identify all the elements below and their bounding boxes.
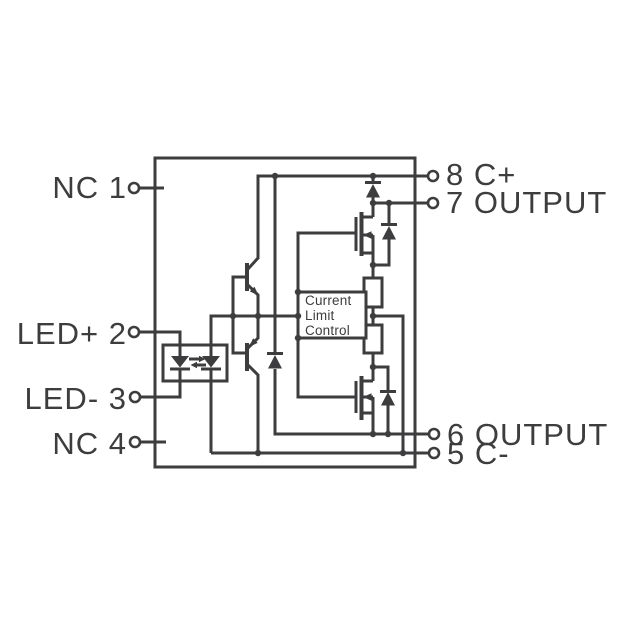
control-block-line2: Limit	[305, 308, 335, 323]
body-diode-top	[381, 223, 397, 240]
pin-label-c-minus: 5 C-	[447, 436, 510, 471]
npn-transistor	[245, 263, 259, 296]
wires	[140, 174, 429, 455]
zener-diode	[267, 352, 283, 369]
pin-terminal-1	[127, 181, 141, 195]
mosfet-top	[354, 212, 373, 256]
pin-terminal-2	[127, 325, 141, 339]
pin-terminal-4	[128, 435, 142, 449]
pin-label-nc4: NC 4	[52, 426, 127, 461]
junction-dots	[229, 172, 407, 457]
device-outline	[153, 156, 417, 469]
pin-terminal-7	[426, 196, 440, 210]
control-block-line3: Control	[305, 323, 350, 338]
body-diode-bottom	[380, 390, 396, 406]
pin-label-output6: 6 OUTPUT	[447, 417, 608, 452]
pin-terminal-3	[128, 390, 142, 404]
pin-terminals	[127, 169, 441, 460]
pin-terminal-5	[427, 446, 441, 460]
control-block-line1: Current	[305, 293, 351, 308]
pin-label-c-plus: 8 C+	[446, 157, 516, 192]
pin-label-nc1: NC 1	[52, 170, 127, 205]
pin-terminal-6	[427, 427, 441, 441]
pin-terminal-8	[426, 169, 440, 183]
pnp-transistor	[245, 338, 258, 371]
mosfet-bottom	[354, 376, 373, 420]
optocoupler-box	[161, 343, 229, 383]
blocking-diode	[365, 181, 381, 198]
pin-label-led-plus: LED+ 2	[17, 316, 127, 351]
coupling-arrows-icon	[189, 355, 206, 369]
current-limit-control-block: Current Limit Control	[296, 290, 368, 340]
pin-label-output7: 7 OUTPUT	[446, 185, 607, 220]
input-led	[170, 356, 190, 371]
pin-label-led-minus: LED- 3	[25, 381, 127, 416]
photodiode	[201, 356, 221, 371]
